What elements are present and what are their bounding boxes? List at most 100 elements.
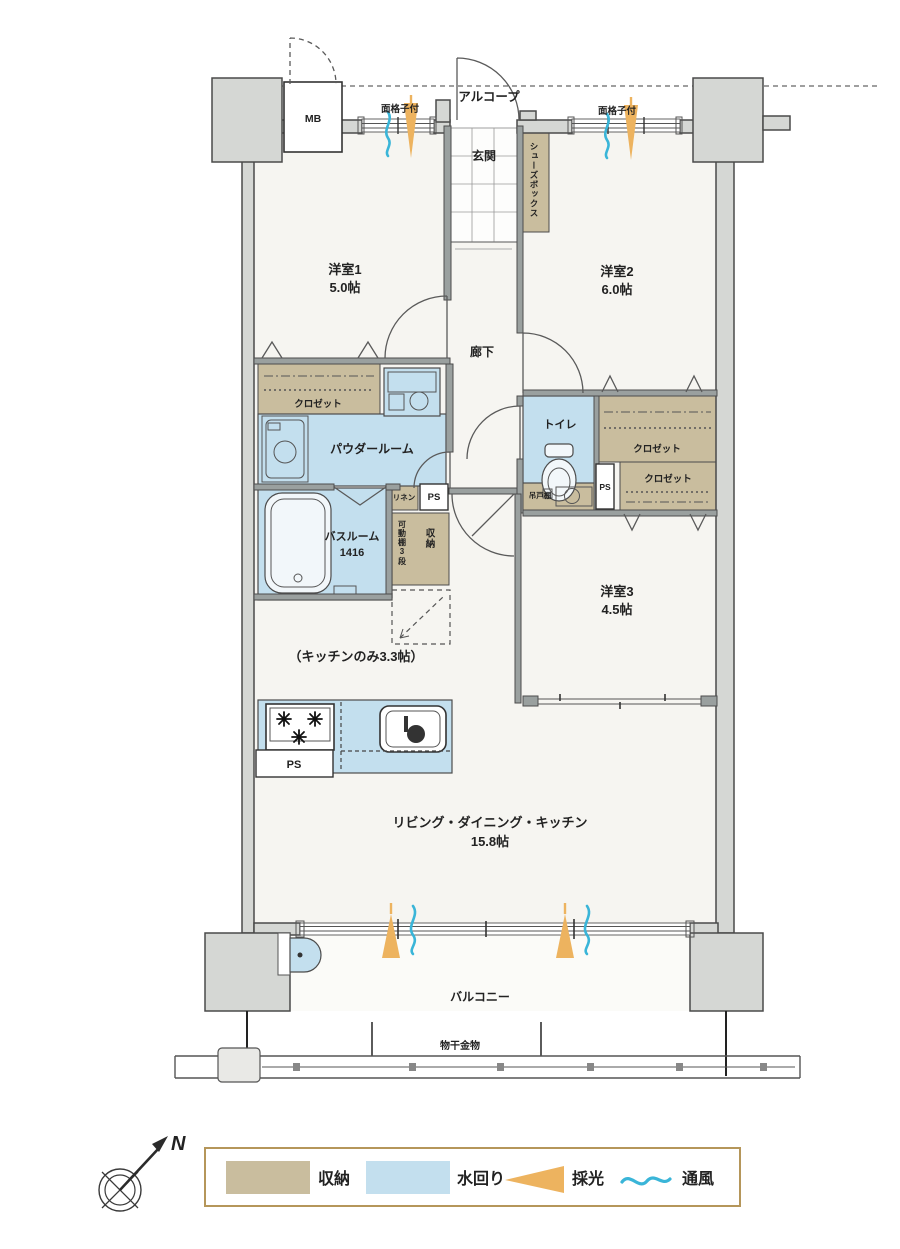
entrance-door-arc [456, 57, 520, 121]
balcony-railing [174, 1055, 801, 1079]
railing-junction-box [217, 1047, 261, 1083]
closet-left-label: クロゼット [294, 398, 342, 410]
window-balcony [295, 919, 695, 939]
bathtub-icon [264, 492, 357, 595]
balcony-label: バルコニー [450, 990, 510, 1004]
ldk-door-arc [451, 493, 515, 557]
legend-water-swatch [366, 1161, 450, 1194]
bathroom-label: バスルーム [325, 530, 380, 543]
daylight-arrow-bottom-2 [556, 914, 574, 958]
ps-toilet-label: PS [599, 482, 611, 492]
daylight-arrows [382, 95, 638, 958]
legend-ventilation-label: 通風 [682, 1170, 714, 1188]
linen-label: リネン [393, 493, 416, 502]
column-top-right [692, 77, 764, 163]
ldk-label: リビング・ダイニング・キッチン [392, 815, 587, 830]
legend-daylight-label: 採光 [572, 1169, 604, 1188]
entrance-tiles [449, 127, 518, 250]
washing-machine-icon [261, 415, 309, 483]
closet-right2-label: クロゼット [644, 473, 692, 485]
kitchen-sink-icon [379, 705, 447, 753]
slop-sink-panel [277, 932, 291, 976]
doors [261, 57, 707, 557]
room3-label: 洋室3 [600, 584, 633, 599]
closet-right1-label: クロゼット [633, 443, 681, 455]
labels: アルコープ 面格子付 面格子付 MB 玄関 シューズボックス 洋室1 5.0帖 … [287, 89, 692, 1052]
closet-right-2-box [619, 461, 718, 511]
room1-size: 5.0帖 [329, 280, 360, 295]
powder-room-floor [257, 413, 447, 487]
column-bottom-left [204, 932, 291, 1012]
bathroom-size: 1416 [340, 547, 364, 559]
ventilation-waves [385, 110, 610, 956]
legend: 収納 水回り 採光 通風 [204, 1147, 741, 1207]
railing-ticks [293, 1063, 767, 1071]
legend-ventilation-wave [620, 1176, 672, 1186]
meter-box [283, 81, 343, 153]
legend-storage-swatch [226, 1161, 310, 1194]
doorbell-panel [519, 110, 537, 121]
column-top-right-tab [762, 115, 791, 131]
stove-icon [265, 703, 335, 751]
mb-label: MB [305, 113, 322, 125]
left-exterior-wall [241, 117, 255, 934]
window-top-2 [567, 116, 683, 135]
movable-shelf-box [391, 512, 450, 586]
interior-walls [253, 125, 718, 704]
entrance-label: 玄関 [472, 148, 496, 163]
powder-room-label: パウダールーム [330, 441, 414, 456]
ps-toilet-box [595, 463, 615, 510]
legend-water-label: 水回り [457, 1169, 505, 1188]
legend-daylight-arrow [505, 1166, 564, 1193]
room2-door-arc [522, 332, 584, 394]
ps-hall-box [419, 483, 449, 511]
powder-room-door-arc [413, 451, 451, 489]
balcony-side-posts [246, 1011, 727, 1076]
grille-label-1: 面格子付 [381, 103, 420, 115]
balcony-area [174, 932, 801, 1083]
pipe-spaces [255, 463, 615, 778]
room1-label: 洋室1 [328, 262, 361, 277]
daylight-arrow-bottom-1 [382, 914, 400, 958]
hanging-cupboard-label: 吊戸棚 [529, 490, 552, 500]
bathroom-folding-door [333, 486, 387, 506]
vent-wave-top-2 [604, 112, 610, 160]
vent-wave-bottom-1 [409, 904, 417, 956]
closet-right1-folding-doors [601, 374, 703, 393]
room1-door-arc [384, 295, 448, 359]
vent-wave-bottom-2 [583, 904, 591, 956]
column-top-left [211, 77, 283, 163]
toilet-door-arc [466, 405, 521, 460]
grille-label-2: 面格子付 [598, 105, 637, 117]
top-wall-right-1 [516, 119, 573, 134]
right-exterior-wall [715, 149, 735, 934]
compass-icon: N [98, 1133, 186, 1212]
laundry-hardware-label: 物干金物 [440, 1039, 480, 1052]
movable-shelf-label: 可動棚3段 [398, 520, 407, 566]
ps-kitchen-box [255, 749, 334, 778]
room2-label: 洋室2 [600, 264, 633, 279]
laundry-posts [371, 1022, 542, 1056]
toilet-hand-sink-icon [542, 486, 593, 507]
hallway-label: 廊下 [470, 344, 494, 359]
shoe-box [518, 132, 550, 233]
slop-sink [289, 937, 322, 973]
daylight-arrow-top-2 [624, 105, 638, 160]
compass-n-label: N [171, 1133, 186, 1155]
shoe-box-label: シューズボックス [529, 142, 539, 218]
room3-size: 4.5帖 [601, 602, 632, 617]
structure [204, 77, 791, 1012]
legend-storage-label: 収納 [318, 1169, 350, 1188]
closet-right2-folding-doors [623, 513, 707, 532]
meter-box-door-arc [289, 37, 337, 85]
alcove-label: アルコープ [458, 89, 520, 104]
refrigerator-space-dashed [391, 589, 451, 645]
vent-wave-top-1 [385, 110, 391, 158]
room2-size: 6.0帖 [601, 282, 632, 297]
window-top-1 [357, 116, 437, 135]
ps-kitchen-label: PS [287, 759, 302, 771]
kitchen-only-label: （キッチンのみ3.3帖） [288, 649, 423, 664]
ldk-size: 15.8帖 [471, 834, 509, 849]
